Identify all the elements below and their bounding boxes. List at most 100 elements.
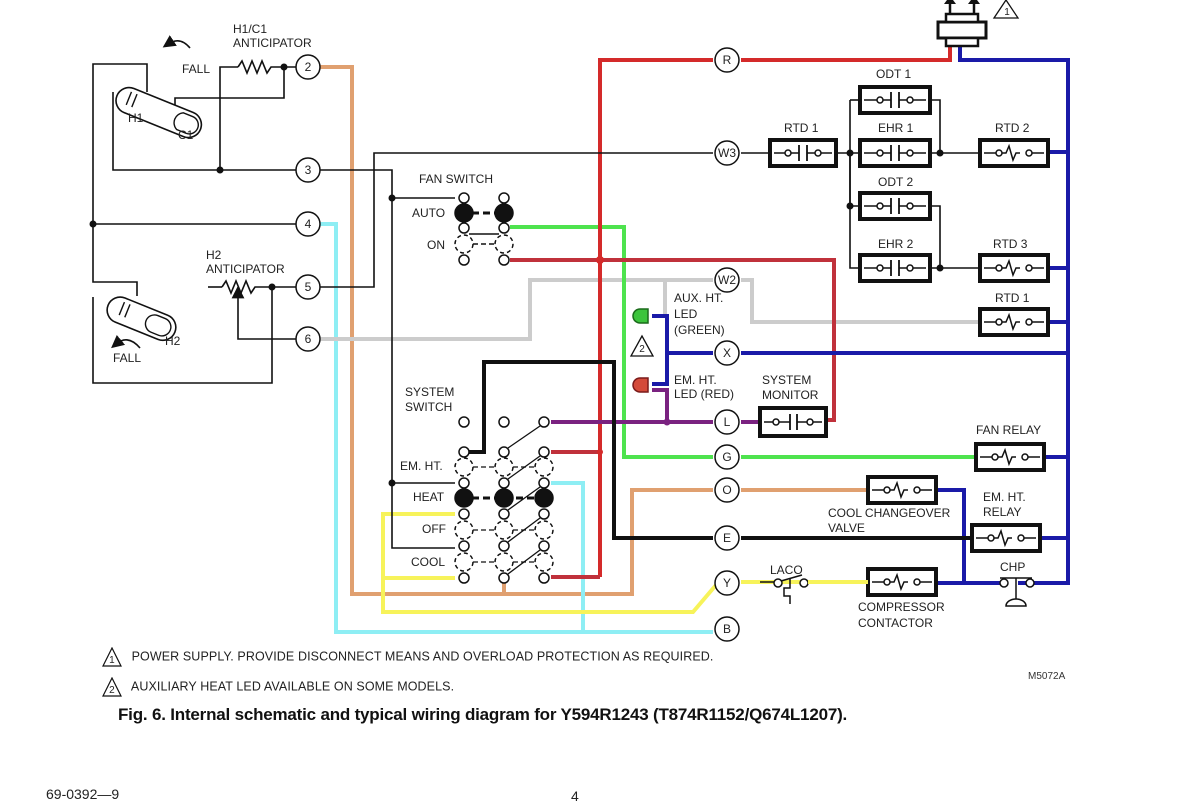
system-monitor-label-1: SYSTEM [762, 373, 811, 387]
page-number: 4 [571, 788, 579, 804]
internal-junctions [89, 63, 944, 487]
warning-2-icon: 2 [629, 334, 655, 357]
wire-blue-led [652, 314, 713, 355]
svg-text:R: R [723, 53, 732, 67]
ehr1-label: EHR 1 [878, 121, 914, 135]
wire-gray-t6 [320, 278, 713, 341]
svg-text:B: B [723, 622, 731, 636]
note-1-text: POWER SUPPLY. PROVIDE DISCONNECT MEANS A… [131, 649, 714, 664]
h2-label: H2 [165, 334, 181, 348]
h1-label: H1 [128, 111, 144, 125]
svg-text:2: 2 [305, 60, 312, 74]
h2-anticipator-label-1: H2 [206, 248, 222, 262]
svg-text:O: O [722, 483, 731, 497]
wire-red-r2 [741, 44, 952, 62]
terminal-t4: 4 [295, 211, 321, 237]
laco-label: LACO [770, 563, 803, 577]
fall-label-bottom: FALL [113, 351, 141, 365]
terminal-l: L [714, 409, 740, 435]
svg-text:L: L [724, 415, 731, 429]
h1c1-anticipator-label-1: H1/C1 [233, 22, 267, 36]
terminal-e: E [714, 525, 740, 551]
h2-anticipator-label-2: ANTICIPATOR [206, 262, 285, 276]
warning-1-icon: 1 [992, 0, 1020, 19]
wire-red-r [598, 58, 713, 577]
aux-ht-led-label-1: AUX. HT. [674, 291, 723, 305]
fan-switch[interactable] [454, 192, 514, 266]
em-ht-led-label-1: EM. HT. [674, 373, 717, 387]
terminal-t3: 3 [295, 157, 321, 183]
chp-switch-icon [999, 577, 1035, 607]
rtd1-top-contact [768, 138, 838, 168]
fan-relay-label: FAN RELAY [976, 423, 1041, 437]
odt1-label: ODT 1 [876, 67, 911, 81]
svg-text:3: 3 [305, 163, 312, 177]
ehr2-contact [858, 253, 932, 283]
wire-red-fan [510, 258, 836, 422]
power-supply-connector [936, 0, 988, 48]
rtd2-relay-coil [978, 138, 1050, 168]
wire-yellow [381, 512, 718, 614]
system-monitor-contact [758, 406, 828, 438]
svg-text:X: X [723, 346, 731, 360]
svg-text:2: 2 [109, 685, 115, 696]
terminal-t5: 5 [295, 274, 321, 300]
sys-heat-label: HEAT [413, 490, 445, 504]
cool-changeover-label-1: COOL CHANGEOVER [828, 506, 951, 520]
em-heat-led-red [632, 377, 649, 393]
figure-id: M5072A [1028, 671, 1066, 682]
junction-red [596, 256, 604, 264]
note-2: 2 AUXILIARY HEAT LED AVAILABLE ON SOME M… [102, 676, 454, 697]
rtd1-bottom-relay-coil [978, 307, 1050, 337]
svg-text:Y: Y [723, 576, 731, 590]
rtd3-relay-coil [978, 253, 1050, 283]
document-number: 69-0392—9 [46, 786, 120, 802]
system-switch[interactable] [454, 416, 554, 584]
c1-label: C1 [178, 128, 194, 142]
wire-blue-main [958, 44, 1070, 585]
svg-text:W3: W3 [718, 146, 736, 160]
warning-1-icon: 1 [102, 646, 122, 667]
terminal-r: R [714, 47, 740, 73]
odt1-contact [858, 85, 932, 115]
em-ht-relay-label-2: RELAY [983, 505, 1021, 519]
component-boxes [768, 85, 1050, 597]
terminal-t2: 2 [295, 54, 321, 80]
chp-label: CHP [1000, 560, 1025, 574]
terminal-w3: W3 [714, 140, 740, 166]
svg-text:1: 1 [1004, 7, 1010, 18]
h2-anticipator-resistor-icon [221, 278, 258, 296]
junction-purple [663, 418, 671, 426]
terminal-w2: W2 [714, 267, 740, 293]
odt2-label: ODT 2 [878, 175, 913, 189]
svg-text:5: 5 [305, 280, 312, 294]
cool-changeover-label-2: VALVE [828, 521, 865, 535]
compressor-contactor-label-2: CONTACTOR [858, 616, 933, 630]
h1c1-anticipator-resistor-icon [237, 58, 274, 76]
junction-red-2 [597, 449, 603, 455]
odt2-contact [858, 191, 932, 221]
h2-mercury-switch [106, 296, 177, 349]
svg-text:G: G [722, 450, 731, 464]
em-ht-relay-label-1: EM. HT. [983, 490, 1026, 504]
internal-wires [92, 63, 980, 583]
h1c1-anticipator-label-2: ANTICIPATOR [233, 36, 312, 50]
fan-auto-label: AUTO [412, 206, 445, 220]
sys-off-label: OFF [422, 522, 446, 536]
compressor-contactor-coil [866, 567, 938, 597]
svg-text:6: 6 [305, 332, 312, 346]
fan-switch-label: FAN SWITCH [419, 172, 493, 186]
terminal-y: Y [714, 570, 740, 596]
note-1: 1 POWER SUPPLY. PROVIDE DISCONNECT MEANS… [102, 646, 714, 667]
rtd3-label: RTD 3 [993, 237, 1028, 251]
system-switch-label-2: SWITCH [405, 400, 452, 414]
h1-c1-mercury-switch [115, 35, 203, 139]
compressor-contactor-label-1: COMPRESSOR [858, 600, 945, 614]
wire-cyan-t4 [320, 222, 713, 634]
terminal-x: X [714, 340, 740, 366]
sys-em-ht-label: EM. HT. [400, 459, 443, 473]
ehr1-contact [858, 138, 932, 168]
rtd1-top-label: RTD 1 [784, 121, 819, 135]
laco-switch-icon [773, 574, 868, 604]
